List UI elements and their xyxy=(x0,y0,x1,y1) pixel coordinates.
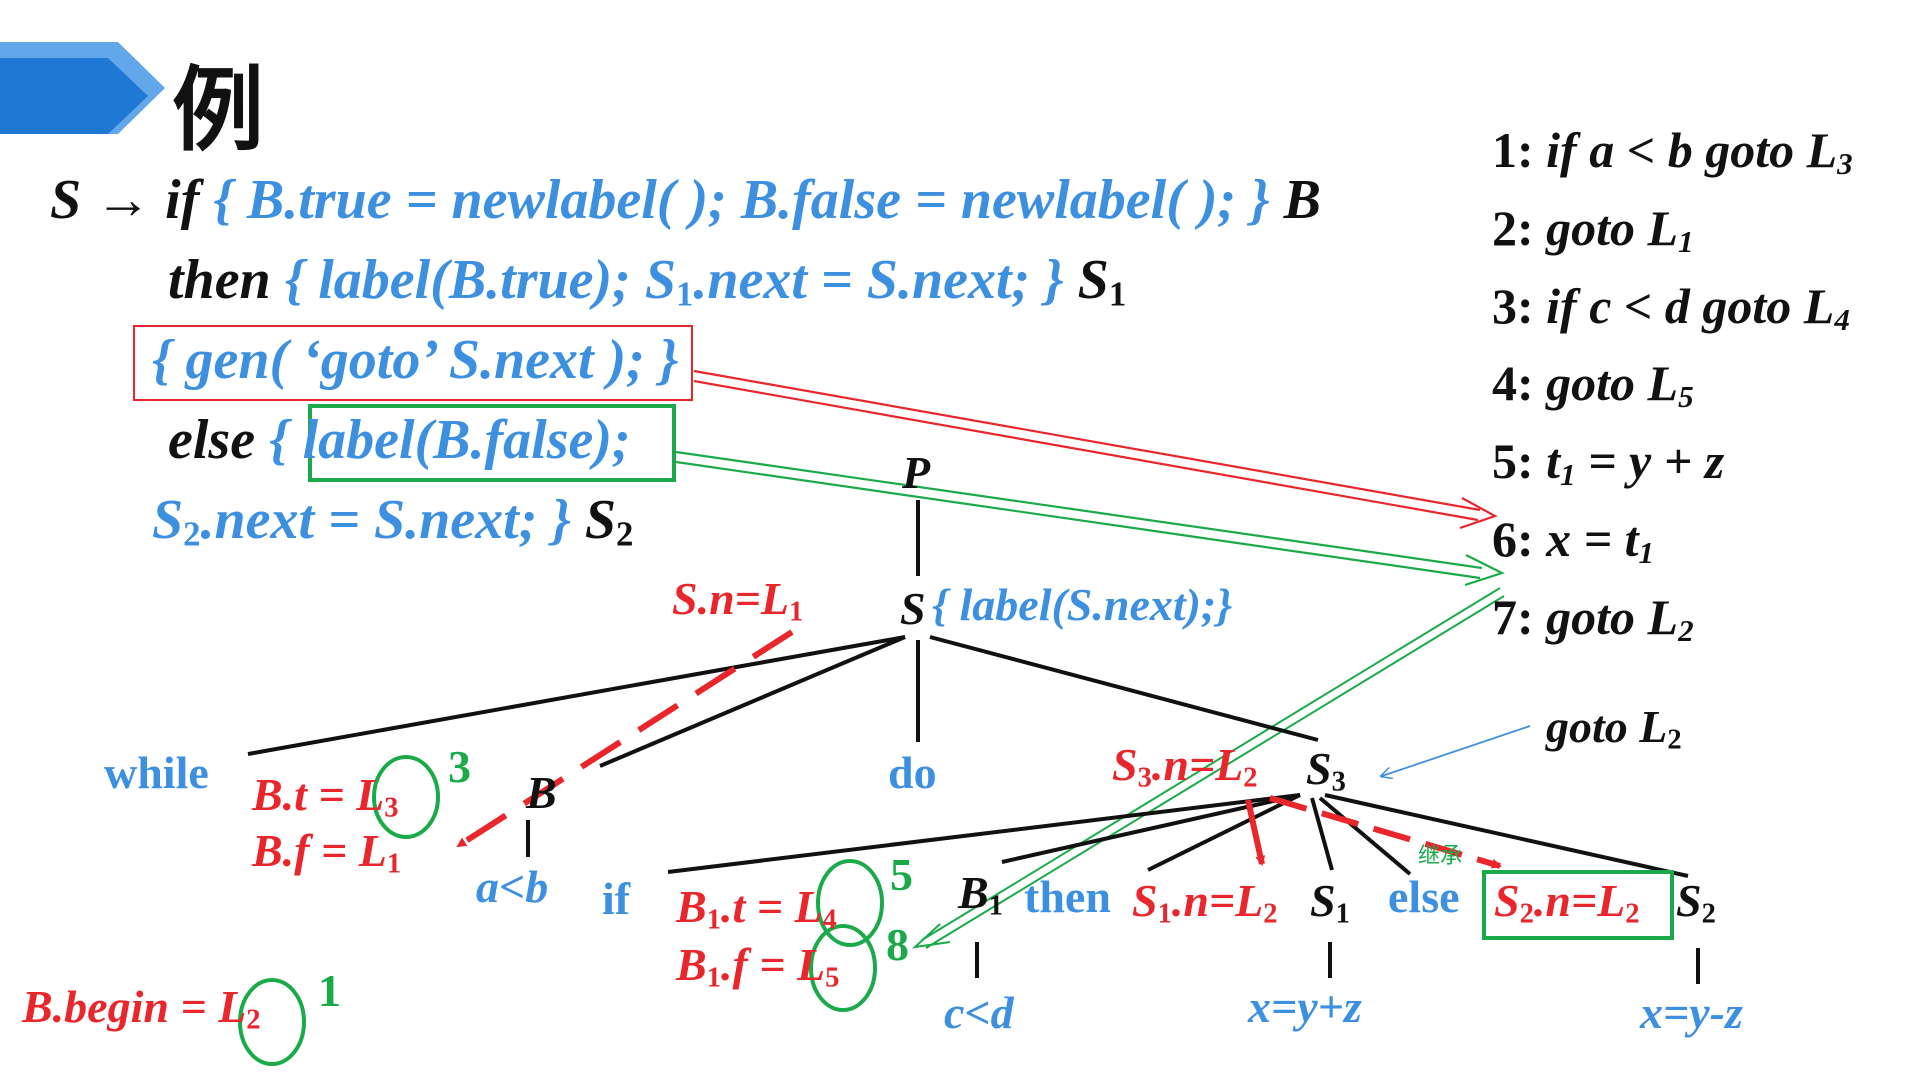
code-line-5: 5: t1 = y + z xyxy=(1492,433,1725,493)
circle-l3 xyxy=(372,755,440,839)
annotation-3: 3 xyxy=(448,741,471,792)
production-line-4: else { label(B.false); xyxy=(168,408,631,472)
tree-edges xyxy=(247,500,1700,984)
tree-if: if xyxy=(602,873,631,924)
tree-b1-f: B1.f = L5 xyxy=(676,939,840,994)
code-line-3: 3: if c < d goto L4 xyxy=(1492,277,1850,337)
red-double-arrow xyxy=(693,369,1498,530)
code-line-2: 2: goto L1 xyxy=(1492,199,1694,259)
tree-b-t: B.t = L3 xyxy=(252,769,399,824)
tree-s-action: { label(S.next);} xyxy=(932,579,1233,630)
tree-node-s2: S2 xyxy=(1676,875,1716,930)
green-double-arrow xyxy=(675,450,1505,587)
tree-a-lt-b: a<b xyxy=(476,861,549,912)
circle-l5 xyxy=(809,924,877,1012)
prod-s2-sub: 2 xyxy=(183,514,201,554)
tree-node-s1: S1 xyxy=(1310,875,1350,930)
tree-do: do xyxy=(888,747,937,798)
tree-c-lt-d: c<d xyxy=(944,987,1014,1038)
prod-brace: { xyxy=(269,409,289,471)
production-line-2: then { label(B.true); S1.next = S.next; … xyxy=(168,248,1126,315)
prod-label-bfalse: label(B.false); xyxy=(302,409,631,471)
code-line-6: 6: x = t1 xyxy=(1492,511,1655,570)
inherit-label: 继承 xyxy=(1418,844,1463,869)
code-listing: 1: if a < b goto L3 2: goto L1 3: if c <… xyxy=(1492,118,1853,663)
circle-l4 xyxy=(816,859,884,947)
tree-node-s: S xyxy=(900,583,926,634)
tree-s3-n: S3.n=L2 xyxy=(1112,739,1258,794)
tree-node-s3: S3 xyxy=(1306,743,1346,798)
tree-s-n: S.n=L1 xyxy=(672,573,804,628)
tree-b1-t: B1.t = L4 xyxy=(676,881,837,936)
red-arrow-s1n xyxy=(1245,799,1266,866)
annotation-8: 8 xyxy=(886,919,909,970)
tree-x-y-plus-z: x=y+z xyxy=(1248,981,1362,1032)
production-line-5: S2.next = S.next; } S2 xyxy=(152,488,633,555)
prod-action-1: { B.true = newlabel( ); B.false = newlab… xyxy=(213,169,1270,231)
slide-title: 例 xyxy=(172,57,265,164)
prod-else: else xyxy=(168,409,256,471)
goto-l2-note: goto L2 xyxy=(1546,701,1682,756)
tree-while: while xyxy=(104,747,209,798)
prod-end-s2: S xyxy=(584,489,616,551)
prod-action-5: .next = S.next; } xyxy=(200,489,571,551)
production-line-1: S → if { B.true = newlabel( ); B.false =… xyxy=(50,168,1321,232)
tree-else: else xyxy=(1388,871,1460,922)
tree-s1-n: S1.n=L2 xyxy=(1132,875,1278,930)
prod-end-s2-sub: 2 xyxy=(616,514,634,554)
code-line-4: 4: goto L5 xyxy=(1492,355,1694,415)
red-dashed-arrow-s2n xyxy=(1269,795,1502,869)
prod-s1-sub: 1 xyxy=(1108,274,1127,314)
tree-s2-n: S2.n=L2 xyxy=(1494,875,1640,930)
prod-action-2-sub: 1 xyxy=(675,274,694,314)
green-arrow-to-8 xyxy=(911,587,1505,949)
prod-action-2a: { label(B.true); S xyxy=(284,249,676,311)
b-begin: B.begin = L2 xyxy=(22,981,261,1036)
prod-s1: S xyxy=(1077,249,1109,311)
s2n-box xyxy=(1482,870,1674,940)
label-bfalse-box xyxy=(308,404,676,482)
annotation-1: 1 xyxy=(318,965,341,1016)
blue-arrow-goto xyxy=(1382,725,1531,776)
annotation-5: 5 xyxy=(890,849,913,900)
prod-action-2b: .next = S.next; } xyxy=(693,249,1064,311)
tree-node-p: P xyxy=(902,447,931,498)
circle-l2 xyxy=(238,978,306,1066)
code-line-7: 7: goto L2 xyxy=(1492,588,1694,648)
prod-b: B xyxy=(1283,169,1321,231)
prod-if: if xyxy=(165,169,200,231)
prod-s2: S xyxy=(152,489,184,551)
production-line-3: { gen( ‘goto’ S.next ); } xyxy=(152,329,679,391)
tree-node-b1: B1 xyxy=(958,867,1003,922)
tree-x-y-minus-z: x=y-z xyxy=(1640,987,1743,1038)
header-ribbon-dark xyxy=(0,58,148,134)
prod-arrow: → xyxy=(95,169,152,231)
tree-then: then xyxy=(1024,871,1111,922)
tree-node-b: B xyxy=(526,767,557,818)
gen-goto-box xyxy=(133,325,693,401)
tree-b-f: B.f = L1 xyxy=(252,825,402,880)
prod-then: then xyxy=(168,249,271,311)
code-line-1: 1: if a < b goto L3 xyxy=(1492,122,1853,181)
prod-s: S xyxy=(50,169,82,231)
